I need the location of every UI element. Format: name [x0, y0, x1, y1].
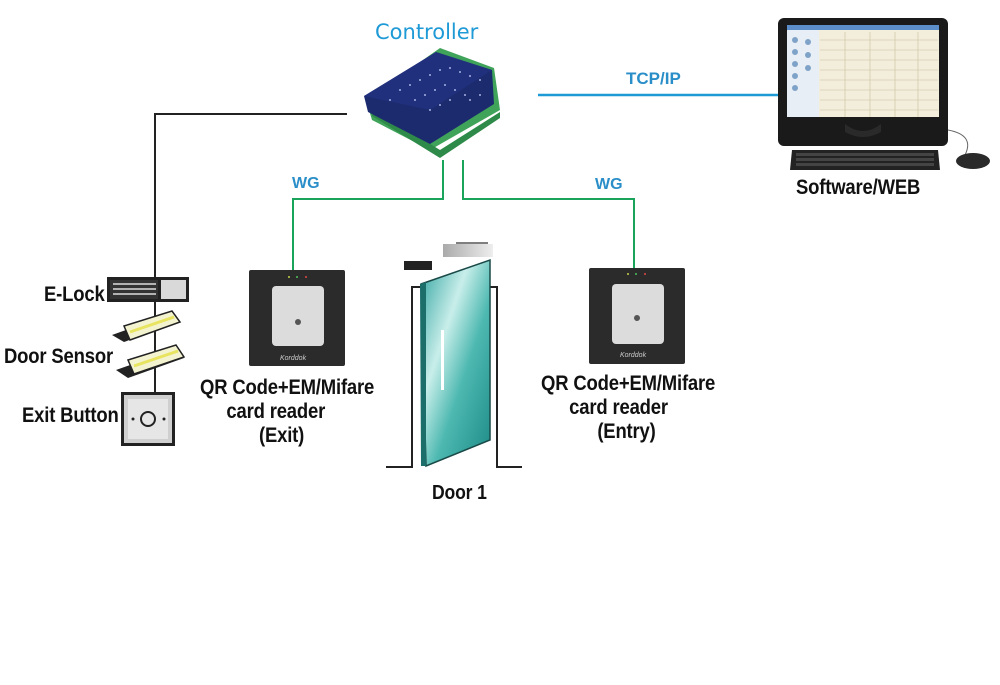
wg-exit-line: [292, 160, 444, 270]
door-sensor-label: Door Sensor: [4, 345, 113, 368]
wg-exit-label: WG: [292, 175, 320, 192]
reader-exit-label: QR Code+EM/Mifare card reader (Exit): [200, 376, 374, 448]
reader-exit-line3: (Exit): [258, 424, 305, 447]
reader-entry-line3: (Entry): [597, 420, 656, 443]
reader-exit-line2: card reader: [226, 400, 326, 423]
lock-wire: [154, 113, 347, 392]
reader-exit-line1: QR Code+EM/Mifare: [200, 376, 375, 399]
wg-entry-line: [462, 160, 635, 268]
software-label: Software/WEB: [796, 176, 921, 199]
e-lock-label: E-Lock: [44, 283, 105, 306]
reader-entry-line2: card reader: [569, 396, 668, 419]
tcp-ip-label: TCP/IP: [626, 69, 681, 88]
wg-entry-label: WG: [595, 176, 623, 193]
reader-exit-brand: Korddok: [280, 355, 307, 362]
controller-label: Controller: [375, 20, 479, 44]
reader-entry-label: QR Code+EM/Mifare card reader (Entry): [541, 372, 715, 444]
door-label: Door 1: [432, 482, 487, 504]
reader-entry-line1: QR Code+EM/Mifare: [541, 372, 716, 395]
reader-entry-brand: Korddok: [620, 352, 647, 359]
exit-button-label: Exit Button: [22, 404, 119, 427]
